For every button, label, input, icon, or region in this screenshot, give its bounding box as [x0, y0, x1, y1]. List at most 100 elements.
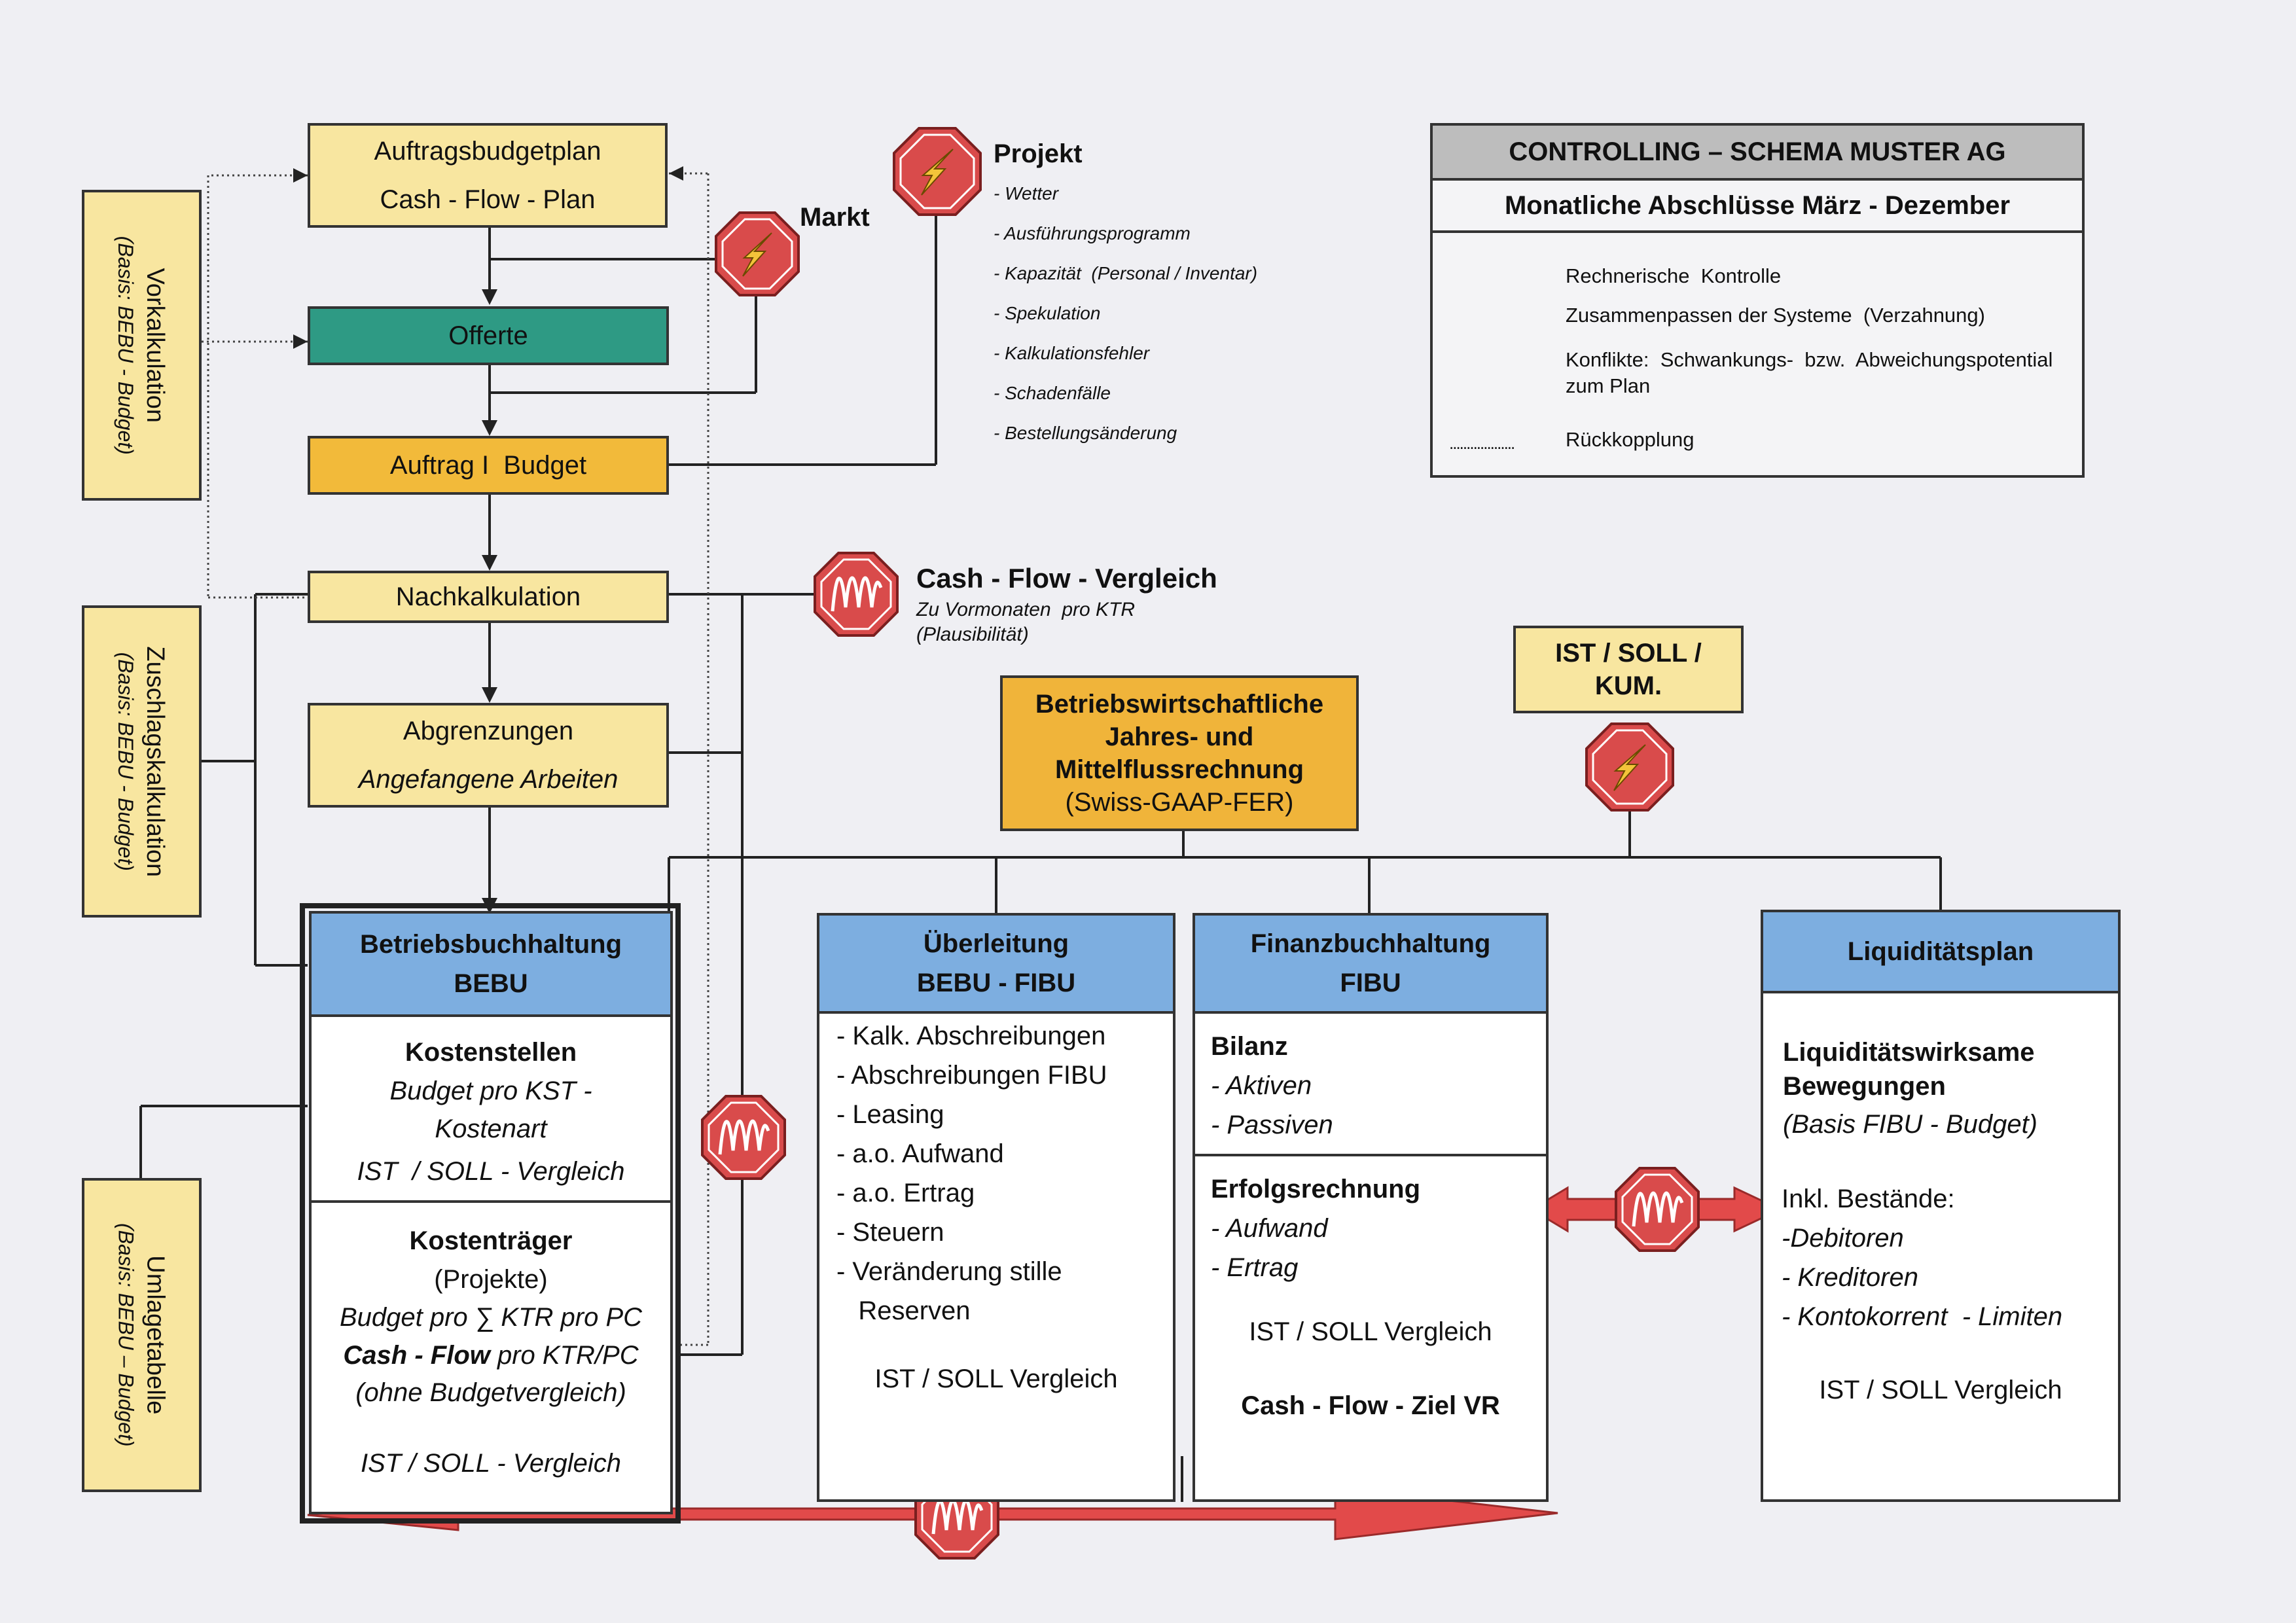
- ktr-cashflow: Cash - Flow: [343, 1341, 490, 1370]
- cashflow-vergleich-block: Cash - Flow - Vergleich Zu Vormonaten pr…: [916, 560, 1283, 647]
- kst-line1: Budget pro KST -: [389, 1077, 592, 1105]
- ktr-line3: Cash - Flow pro KTR/PC: [312, 1336, 670, 1374]
- projekt-item: - Kalkulationsfehler: [994, 343, 1150, 363]
- cashflow-vergleich-line2: (Plausibilität): [916, 624, 1029, 645]
- bebu-outer-frame: [300, 903, 681, 1524]
- ueberleitung-item: - Kalk. Abschreibungen: [836, 1022, 1106, 1050]
- ueberleitung-item: - a.o. Aufwand: [836, 1139, 1004, 1168]
- projekt-item: - Bestellungsänderung: [994, 423, 1177, 443]
- angefangene-arbeiten-label: Angefangene Arbeiten: [358, 765, 619, 794]
- ueberleitung-footer: IST / SOLL Vergleich: [874, 1364, 1118, 1393]
- cashflow-vergleich-title: Cash - Flow - Vergleich: [916, 563, 1217, 594]
- liquiditaet-bestaende: Inkl. Bestände: -Debitoren - Kreditoren …: [1763, 1145, 2118, 1336]
- bebu-column: Betriebsbuchhaltung BEBU Kostenstellen B…: [309, 911, 673, 1514]
- liq-kreditoren: - Kreditoren: [1782, 1263, 1918, 1292]
- ueberleitung-item: - Leasing: [836, 1100, 944, 1129]
- ueberleitung-item: - Abschreibungen FIBU: [836, 1061, 1107, 1090]
- wave-icon: [701, 1095, 786, 1180]
- bilanz-section: Bilanz - Aktiven - Passiven: [1195, 1014, 1546, 1156]
- lightning-icon: [1585, 722, 1674, 812]
- ueberleitung-item: Reserven: [836, 1296, 971, 1325]
- erfolg-title: Erfolgsrechnung: [1211, 1175, 1421, 1204]
- bebu-title1: Betriebsbuchhaltung: [359, 930, 622, 959]
- fibu-cashflow-ziel: Cash - Flow - Ziel VR: [1241, 1391, 1500, 1420]
- kostenstellen-section: Kostenstellen Budget pro KST - Kostenart…: [312, 1017, 670, 1203]
- legend-rechnerische: Rechnerische Kontrolle: [1566, 264, 1782, 287]
- legend-subtitle: Monatliche Abschlüsse März - Dezember: [1433, 181, 2082, 233]
- liquiditaet-body: Liquiditätswirksame Bewegungen (Basis FI…: [1763, 993, 2118, 1145]
- legend-konflikte: Konflikte: Schwankungs- bzw. Abweichungs…: [1566, 348, 2053, 371]
- bebu-header: Betriebsbuchhaltung BEBU: [312, 914, 670, 1017]
- ktr-line2: Budget pro ∑ KTR pro PC: [339, 1303, 643, 1332]
- ist-soll-kum-box: IST / SOLL / KUM.: [1513, 626, 1744, 713]
- fibu-column: Finanzbuchhaltung FIBU Bilanz - Aktiven …: [1193, 913, 1549, 1502]
- wave-icon: [814, 552, 899, 637]
- bw-line3: Mittelflussrechnung: [1054, 755, 1304, 784]
- wave-icon: [1615, 1167, 1700, 1252]
- lightning-icon: [715, 211, 800, 296]
- liq-inkl: Inkl. Bestände:: [1782, 1185, 1955, 1213]
- legend-zusammenpassen: Zusammenpassen der Systeme (Verzahnung): [1566, 304, 1985, 327]
- kst-line3: IST / SOLL - Vergleich: [357, 1157, 625, 1186]
- umlagetabelle-label: Umlagetabelle (Basis: BEBU – Budget): [82, 1178, 202, 1492]
- ist-soll-kum-line2: KUM.: [1594, 671, 1662, 700]
- projekt-item: - Schadenfälle: [994, 383, 1111, 403]
- ueberleitung-item: - Veränderung stille: [836, 1257, 1062, 1286]
- markt-label: Markt: [800, 203, 870, 232]
- bilanz-aktiven: - Aktiven: [1211, 1071, 1312, 1100]
- auftrag-budget-label: Auftrag I Budget: [389, 451, 587, 480]
- vorkalkulation-label: Vorkalkulation (Basis: BEBU - Budget): [82, 190, 202, 501]
- ueberleitung-title2: BEBU - FIBU: [916, 969, 1076, 997]
- liq-debitoren: -Debitoren: [1782, 1224, 1904, 1253]
- liq-wirksame1: Liquiditätswirksame: [1783, 1038, 2035, 1067]
- projekt-item: - Spekulation: [994, 303, 1101, 323]
- liq-basis: (Basis FIBU - Budget): [1783, 1110, 2038, 1139]
- abgrenzungen-box: Abgrenzungen Angefangene Arbeiten: [308, 703, 669, 808]
- legend-box: CONTROLLING – SCHEMA MUSTER AG Monatlich…: [1430, 123, 2085, 478]
- ueberleitung-column: Überleitung BEBU - FIBU - Kalk. Abschrei…: [817, 913, 1175, 1502]
- ueberleitung-item: - Steuern: [836, 1218, 944, 1247]
- bilanz-title: Bilanz: [1211, 1032, 1288, 1061]
- cashflow-vergleich-line1: Zu Vormonaten pro KTR: [916, 599, 1136, 620]
- liq-kontokorrent: - Kontokorrent - Limiten: [1782, 1297, 2118, 1336]
- ktr-cashflow-rest: pro KTR/PC: [490, 1341, 639, 1370]
- bw-line4: (Swiss-GAAP-FER): [1065, 788, 1294, 817]
- kst-title: Kostenstellen: [404, 1038, 577, 1067]
- fibu-header: Finanzbuchhaltung FIBU: [1195, 916, 1546, 1014]
- liq-kontokorrent-a: - Kontokorrent: [1782, 1302, 1948, 1331]
- kostentraeger-section: Kostenträger (Projekte) Budget pro ∑ KTR…: [312, 1203, 670, 1482]
- legend-title: CONTROLLING – SCHEMA MUSTER AG: [1433, 126, 2082, 181]
- legend-dots: ...................: [1449, 433, 1515, 453]
- projekt-item: - Kapazität (Personal / Inventar): [994, 263, 1258, 283]
- bw-line2: Jahres- und: [1105, 722, 1254, 751]
- offerte-label: Offerte: [448, 321, 528, 350]
- ktr-line5: IST / SOLL - Vergleich: [361, 1449, 621, 1478]
- ist-soll-kum-line1: IST / SOLL /: [1555, 639, 1702, 668]
- ueberleitung-header: Überleitung BEBU - FIBU: [819, 916, 1173, 1014]
- ktr-line4: (ohne Budgetvergleich): [355, 1378, 626, 1407]
- auftragsbudgetplan-box: Auftragsbudgetplan Cash - Flow - Plan: [308, 123, 668, 228]
- betriebswirtschaftliche-box: Betriebswirtschaftliche Jahres- und Mitt…: [1000, 675, 1359, 831]
- nachkalkulation-label: Nachkalkulation: [395, 582, 581, 611]
- abgrenzungen-label: Abgrenzungen: [403, 717, 574, 745]
- auftrag-budget-box: Auftrag I Budget: [308, 436, 669, 495]
- ueberleitung-list: - Kalk. Abschreibungen - Abschreibungen …: [819, 1014, 1173, 1330]
- lightning-icon: [893, 127, 982, 216]
- nachkalkulation-box: Nachkalkulation: [308, 571, 669, 623]
- auftragsbudgetplan-label: Auftragsbudgetplan: [374, 137, 601, 166]
- liquiditaet-vergleich: IST / SOLL Vergleich: [1819, 1376, 2062, 1404]
- bebu-title2: BEBU: [454, 969, 528, 998]
- ktr-line1: (Projekte): [434, 1265, 548, 1294]
- projekt-item: - Ausführungsprogramm: [994, 223, 1191, 243]
- zuschlagskalkulation-label: Zuschlagskalkulation (Basis: BEBU - Budg…: [82, 605, 202, 918]
- fibu-title2: FIBU: [1340, 969, 1401, 997]
- bilanz-passiven: - Passiven: [1211, 1111, 1333, 1139]
- projekt-title: Projekt: [994, 139, 1083, 168]
- liquiditaet-title: Liquiditätsplan: [1847, 937, 2034, 966]
- erfolg-ertrag: - Ertrag: [1211, 1253, 1299, 1282]
- liq-wirksame2: Bewegungen: [1783, 1072, 1946, 1101]
- bw-line1: Betriebswirtschaftliche: [1035, 690, 1324, 719]
- fibu-title1: Finanzbuchhaltung: [1250, 929, 1491, 958]
- ueberleitung-item: - a.o. Ertrag: [836, 1179, 975, 1207]
- erfolg-aufwand: - Aufwand: [1211, 1214, 1328, 1243]
